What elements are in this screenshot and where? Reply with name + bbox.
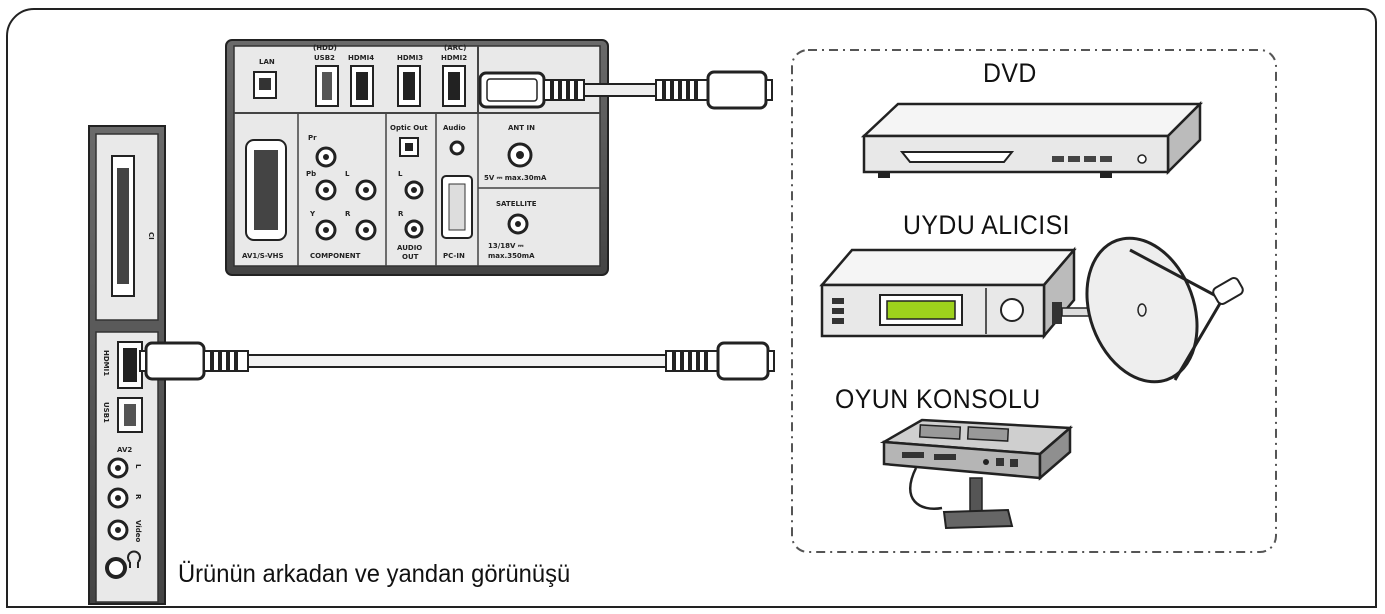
audio-out-label: AUDIO xyxy=(397,244,422,252)
caption: Ürünün arkadan ve yandan görünüşü xyxy=(178,560,571,588)
satellite-receiver-icon xyxy=(819,246,1077,340)
hdmi3-label: HDMI3 xyxy=(397,54,423,62)
audio-out-label-2: OUT xyxy=(402,253,419,261)
audio-l-label: L xyxy=(398,170,403,178)
comp-r-label: R xyxy=(345,210,351,218)
hdmi-cable-side xyxy=(139,341,775,381)
av2-r-label: R xyxy=(134,494,142,500)
hdmi2-label: HDMI2 xyxy=(441,54,467,62)
pb-label: Pb xyxy=(306,170,316,178)
av2-video-label: Video xyxy=(134,520,142,542)
headphone-jack xyxy=(105,557,127,579)
pr-label: Pr xyxy=(308,134,317,142)
hdmi2-top-label: (ARC) xyxy=(444,44,466,52)
hdmi4-label: HDMI4 xyxy=(348,54,374,62)
device-group-border xyxy=(791,49,1277,553)
audio-in-label: Audio xyxy=(443,124,466,132)
game-console-label: OYUN KONSOLU xyxy=(835,384,1041,414)
game-console-icon xyxy=(879,418,1074,530)
sat-spec-label-2: max.350mA xyxy=(488,252,535,260)
ci-label: CI xyxy=(147,232,155,240)
satellite-receiver-label: UYDU ALICISI xyxy=(903,210,1071,240)
comp-l-label: L xyxy=(345,170,350,178)
dvd-player-icon xyxy=(860,100,1204,178)
satellite-label: SATELLITE xyxy=(496,200,537,208)
headphone-icon xyxy=(127,550,141,568)
optic-label: Optic Out xyxy=(390,124,428,132)
satellite-dish-icon xyxy=(1052,236,1244,384)
sat-spec-label-1: 13/18V ⎓ xyxy=(488,242,524,250)
dvd-label: DVD xyxy=(983,58,1037,88)
usb2-label: USB2 xyxy=(314,54,335,62)
ant-in-label: ANT IN xyxy=(508,124,535,132)
usb2-top-label: (HDD) xyxy=(313,44,337,52)
audio-r-label: R xyxy=(398,210,404,218)
hdmi-cable-rear xyxy=(478,70,773,110)
component-label: COMPONENT xyxy=(310,252,361,260)
av2-label: AV2 xyxy=(117,446,132,454)
diagram-frame xyxy=(6,8,1377,608)
usb1-label: USB1 xyxy=(102,402,110,423)
audio-in-jack xyxy=(449,140,465,156)
rear-panel: LAN (HDD) USB2 HDMI4 HDMI3 (ARC) HDMI2 A… xyxy=(225,39,609,276)
pc-in-label: PC-IN xyxy=(443,252,465,260)
av1-label: AV1/S-VHS xyxy=(242,252,284,260)
hdmi1-label: HDMI1 xyxy=(102,350,110,376)
av2-l-label: L xyxy=(134,464,142,469)
lan-label: LAN xyxy=(259,58,275,66)
ant-spec-label: 5V ⎓ max.30mA xyxy=(484,174,547,182)
y-label: Y xyxy=(309,210,316,218)
